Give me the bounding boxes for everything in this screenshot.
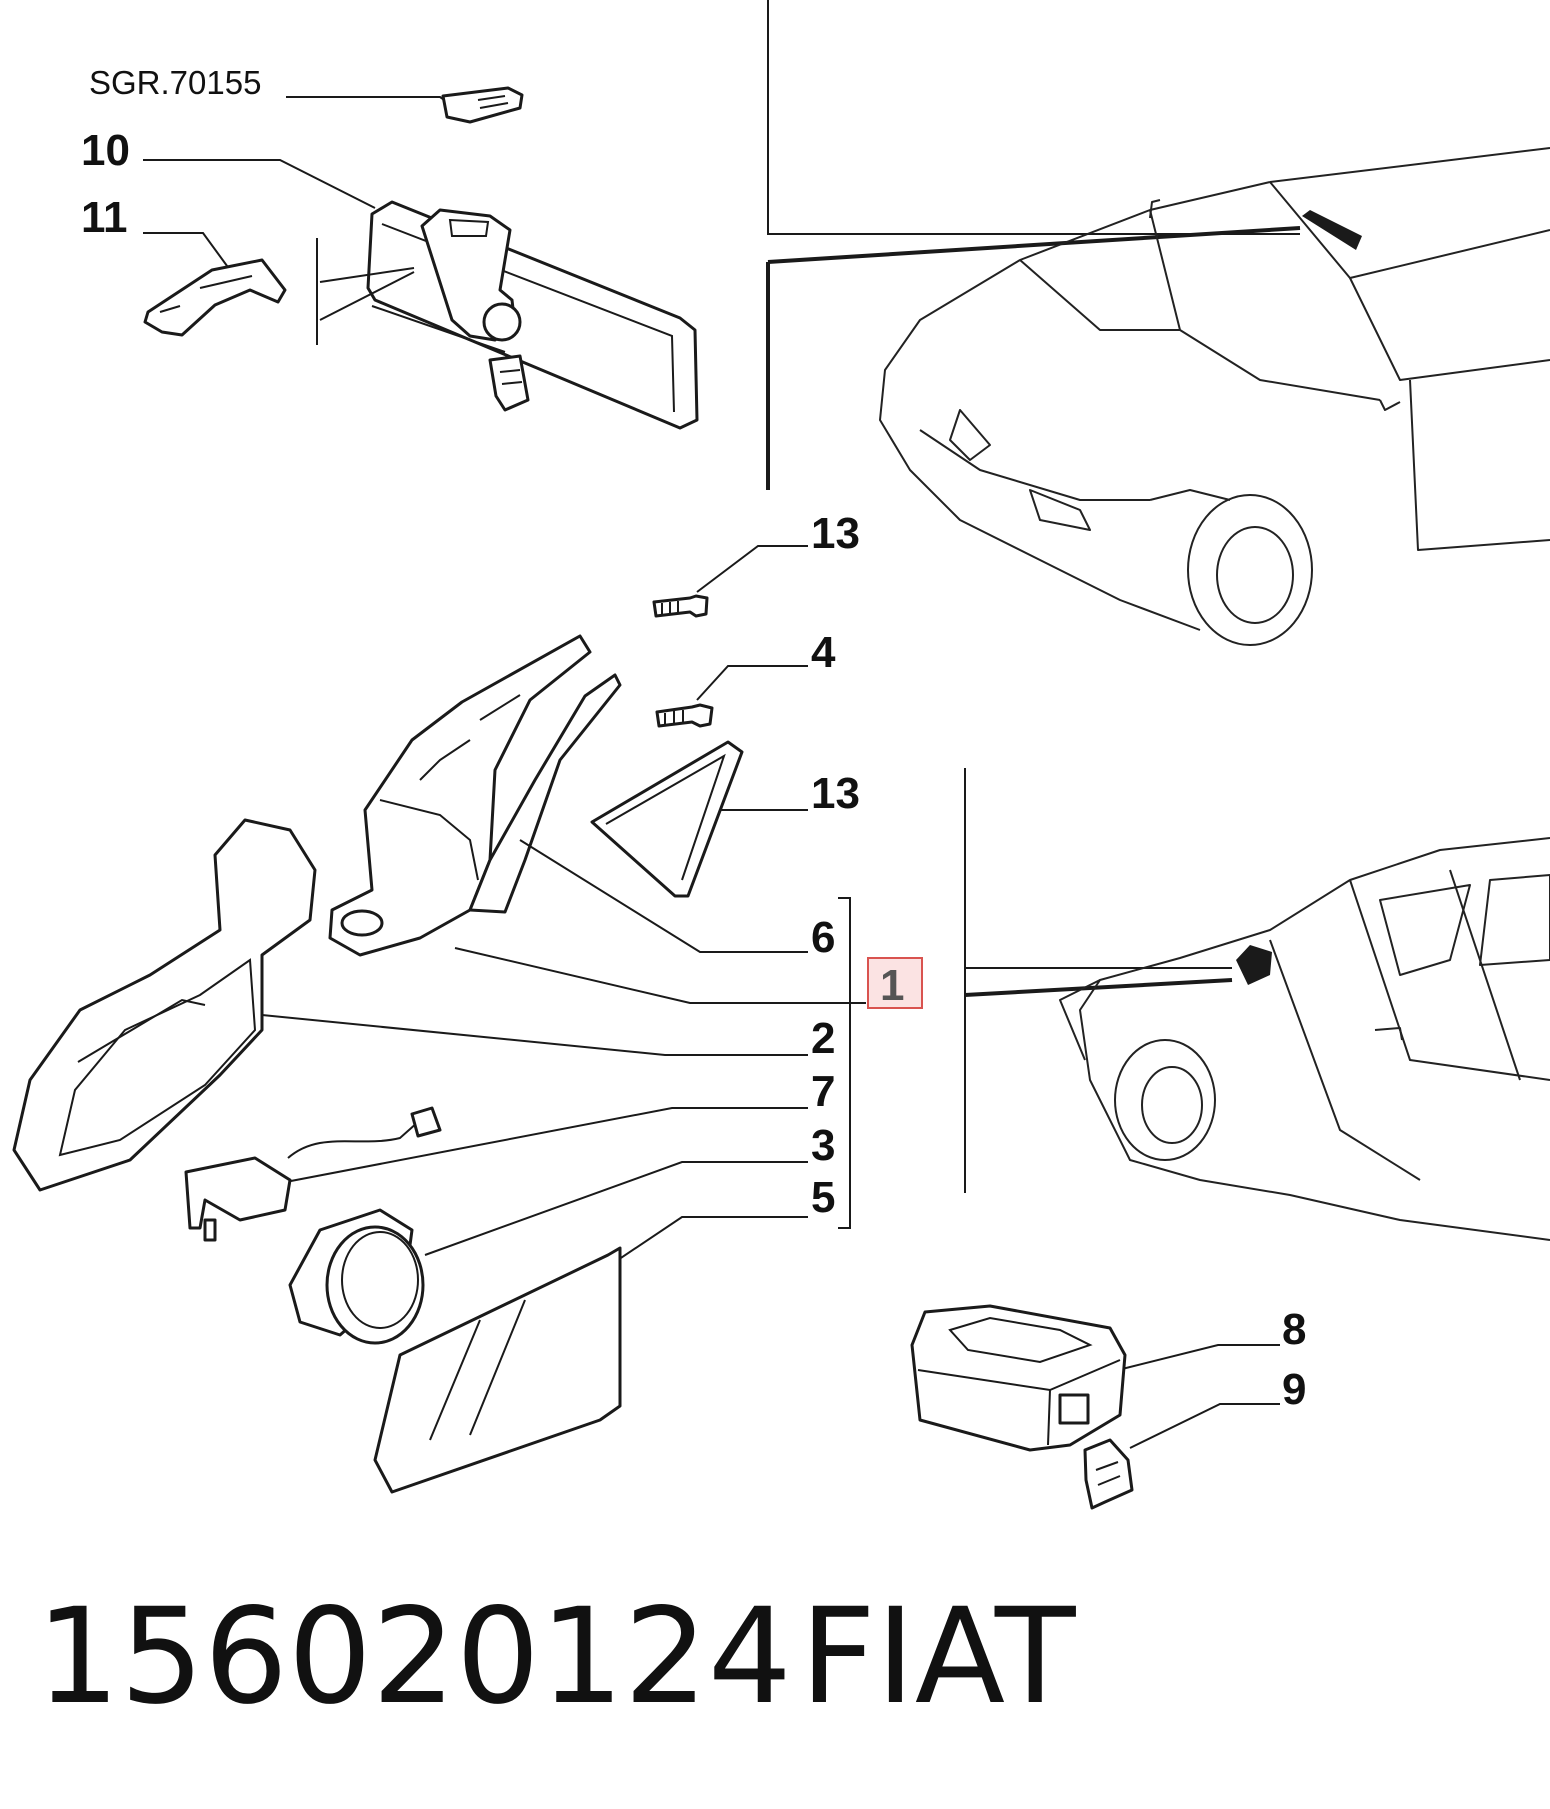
callout-13-screw: 13 (811, 509, 860, 558)
callout-8: 8 (1282, 1305, 1306, 1354)
callout-6: 6 (811, 913, 835, 962)
callout-11: 11 (81, 193, 128, 242)
bolt-icon (655, 703, 714, 728)
triangle-cover-icon (590, 740, 744, 898)
callout-9: 9 (1282, 1365, 1306, 1414)
mirror-switch-icon (910, 1304, 1127, 1452)
part-number: 156020124 (36, 1580, 792, 1734)
callout-5: 5 (811, 1173, 835, 1222)
mirror-motor-icon (184, 1106, 442, 1242)
callout-7: 7 (811, 1067, 835, 1116)
mirror-base-icon (328, 634, 622, 957)
highlight-box (867, 957, 923, 1009)
mirror-actuator-icon (288, 1208, 425, 1345)
screw-icon (652, 594, 709, 618)
brand-name: FIAT (800, 1580, 1077, 1734)
mirror-housing-icon (12, 818, 317, 1192)
callout-3: 3 (811, 1121, 835, 1170)
car-front-view-icon (879, 147, 1550, 646)
callout-2: 2 (811, 1014, 835, 1063)
mirror-cover-clip-icon (143, 258, 287, 337)
mirror-clip-icon (441, 86, 524, 124)
callout-13-triangle: 13 (811, 769, 860, 818)
mirror-glass-icon (373, 1246, 622, 1494)
callout-1: 1 (880, 961, 904, 1010)
reference-code: SGR.70155 (89, 64, 261, 101)
switch-clip-icon (1083, 1438, 1134, 1510)
car-side-view-icon (1059, 837, 1550, 1241)
callout-4: 4 (811, 628, 836, 677)
interior-mirror-icon (366, 200, 699, 430)
callout-10: 10 (81, 126, 130, 175)
